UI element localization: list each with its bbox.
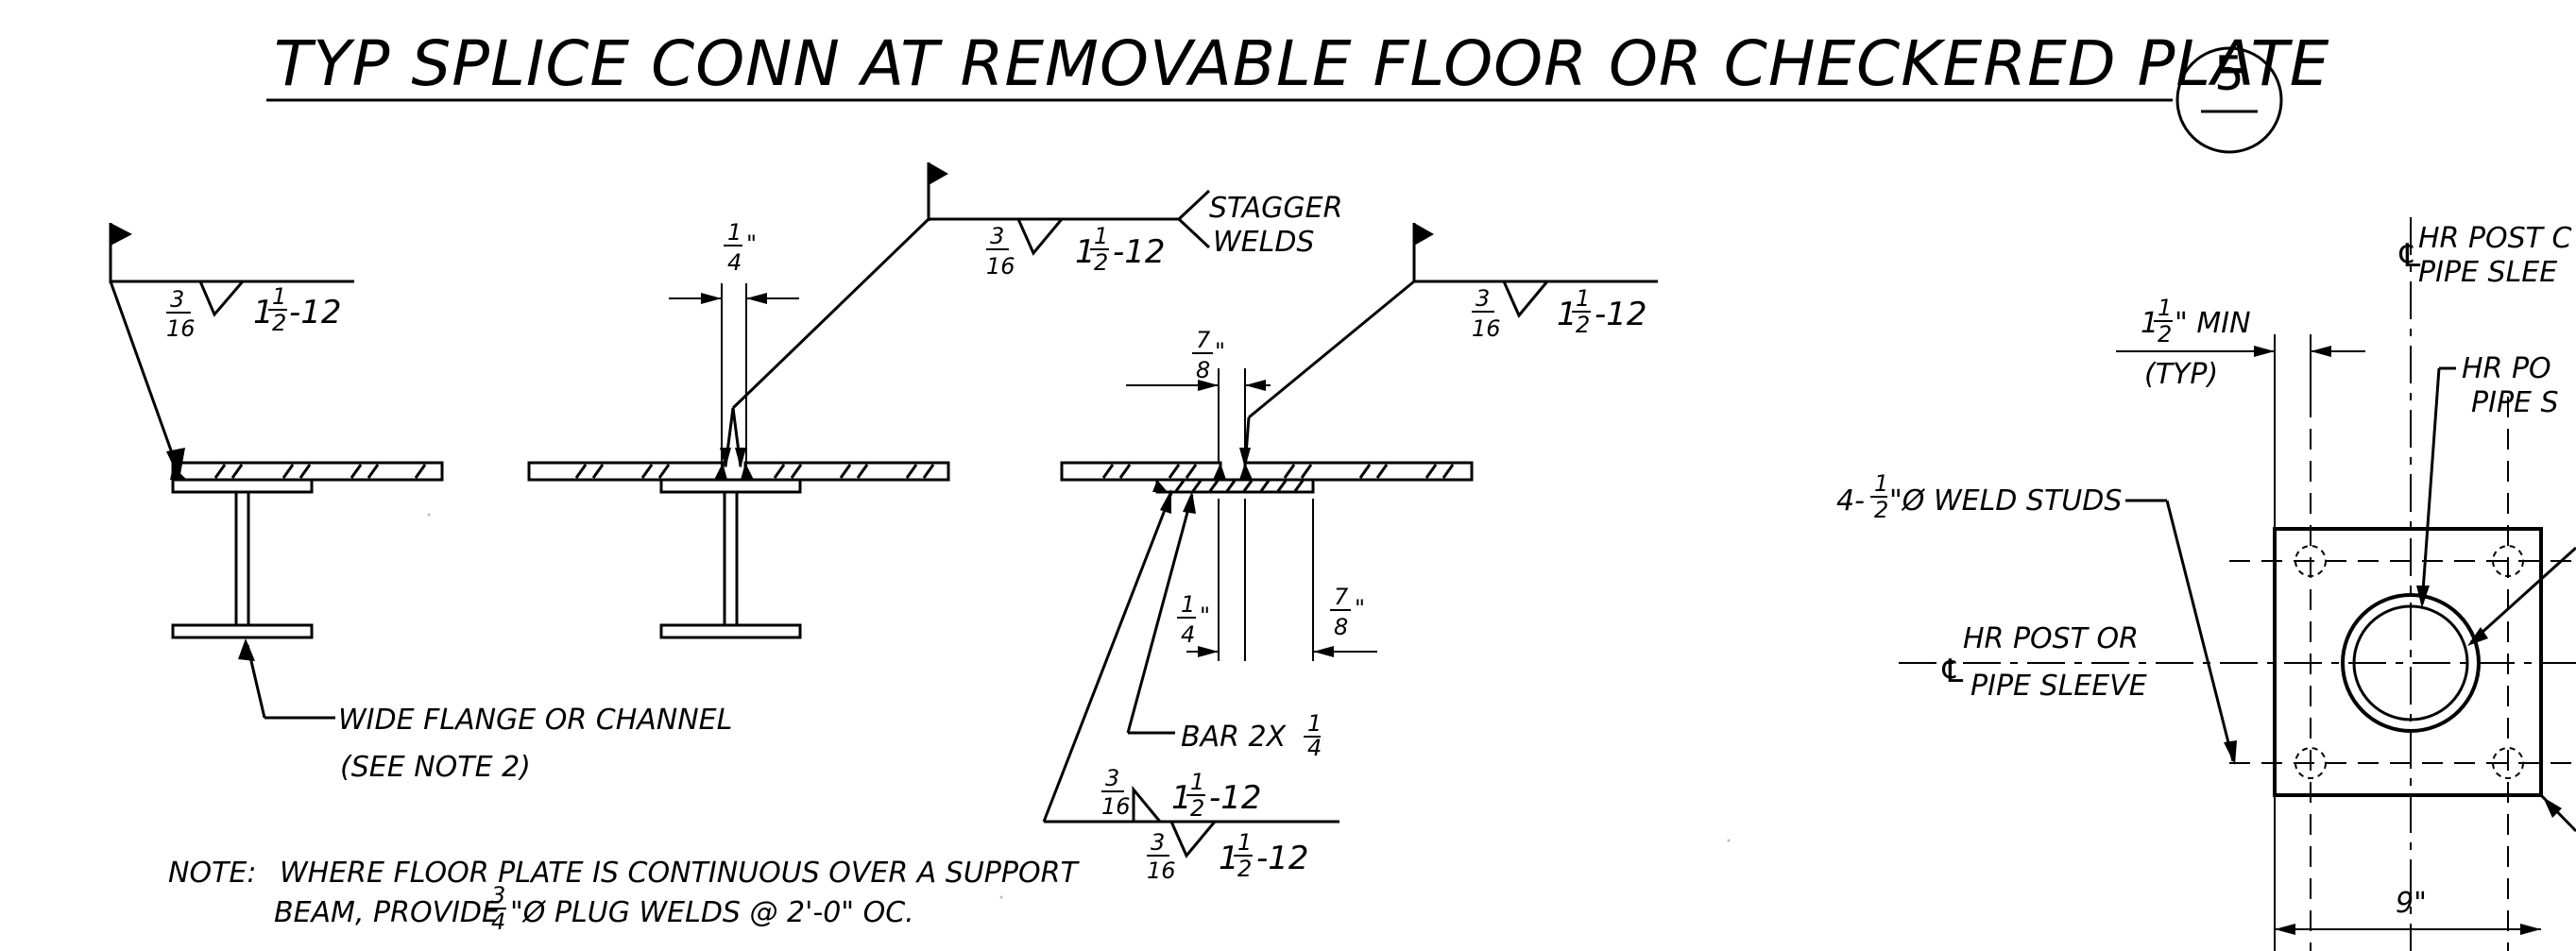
weld-studs-pre: 4- — [1836, 484, 1865, 518]
bar-label-num: 1 — [1307, 710, 1322, 737]
weld-pitch: -12 — [289, 294, 342, 331]
middle-detail: STAGGER WELDS 3 16 1 1 2 -12 1 4 " — [527, 162, 1342, 639]
min-edge-den: 2 — [2158, 321, 2172, 348]
hr-post-left-1: HR POST OR — [1963, 622, 2139, 655]
bar-label: BAR 2X — [1181, 721, 1288, 754]
bar-splice-detail: 3 16 1 1 2 -12 7 8 " — [1042, 223, 1658, 884]
weld-pitch: -12 — [1595, 296, 1647, 333]
weld-length-num: 1 — [1094, 223, 1108, 249]
gap-dim-unit: " — [746, 230, 757, 257]
weld-length-whole: 1 — [1171, 779, 1192, 817]
weld-length-whole: 1 — [1075, 233, 1096, 271]
weld-size-den: 16 — [1472, 315, 1501, 342]
weld-length-num: 1 — [1237, 829, 1252, 856]
wide-flange-label: WIDE FLANGE OR CHANNEL — [338, 704, 732, 737]
note-line-1: WHERE FLOOR PLATE IS CONTINUOUS OVER A S… — [280, 857, 1080, 890]
min-edge-sub: (TYP) — [2144, 358, 2218, 391]
welds-note: WELDS — [1213, 226, 1314, 259]
weld-studs-label: "Ø WELD STUDS — [1889, 484, 2122, 518]
weld-length-num: 1 — [1576, 285, 1590, 312]
weld-length-whole: 1 — [253, 294, 274, 331]
hr-post-top-2: PIPE SLEE — [2418, 256, 2557, 289]
weld-length-whole: 1 — [1219, 840, 1239, 877]
general-note: NOTE: WHERE FLOOR PLATE IS CONTINUOUS OV… — [168, 857, 1080, 935]
weld-length-whole: 1 — [1557, 296, 1578, 333]
note-frac-num: 3 — [491, 882, 505, 909]
note-label: NOTE: — [168, 857, 256, 890]
weld-length-num: 1 — [272, 283, 286, 310]
centerline-symbol: ℄ — [1938, 653, 1967, 690]
weld-length-den: 2 — [1576, 312, 1590, 338]
detail-number: 5 — [2214, 46, 2244, 101]
gap-dim-num: 1 — [727, 219, 742, 246]
weld-size-den: 16 — [1147, 858, 1176, 884]
bar-dim-num: 7 — [1196, 327, 1211, 353]
lower-quarter-den: 4 — [1181, 621, 1195, 648]
weld-length-den: 2 — [272, 310, 286, 336]
weld-pitch: -12 — [1209, 779, 1262, 817]
gap-dim-den: 4 — [727, 249, 742, 276]
hr-post-right-1: HR PO — [2462, 352, 2551, 385]
weld-size-den: 16 — [986, 253, 1015, 280]
note-line-2a: BEAM, PROVIDE — [274, 896, 500, 929]
bar-label-den: 4 — [1307, 735, 1322, 761]
min-edge-num: 1 — [2158, 295, 2172, 321]
plate-width-dim: 9" — [2396, 887, 2427, 920]
weld-size-num: 3 — [1105, 765, 1119, 791]
lower-eighth-den: 8 — [1334, 614, 1348, 640]
centerline-symbol: ℄ — [2396, 237, 2424, 275]
weld-length-den: 2 — [1190, 795, 1204, 822]
lower-quarter-num: 1 — [1181, 591, 1195, 618]
lower-quarter-unit: " — [1200, 603, 1210, 629]
detail-title: TYP SPLICE CONN AT REMOVABLE FLOOR OR CH… — [274, 27, 2330, 100]
weld-pitch: -12 — [1256, 840, 1309, 877]
weld-length-den: 2 — [1237, 856, 1252, 882]
bar-dim-unit: " — [1215, 338, 1225, 365]
lower-eighth-unit: " — [1355, 595, 1365, 621]
note-line-2b: "Ø PLUG WELDS @ 2'-0" OC. — [510, 896, 914, 929]
weld-size-num: 3 — [170, 286, 184, 313]
hr-post-right-2: PIPE S — [2471, 386, 2559, 419]
left-detail: 3 16 1 1 2 -12 WIDE FLANGE — [109, 223, 732, 784]
weld-length-den: 2 — [1094, 249, 1108, 276]
stagger-note: STAGGER — [1209, 192, 1342, 225]
hr-post-top-1: HR POST C — [2418, 222, 2572, 255]
weld-pitch: -12 — [1113, 233, 1166, 271]
min-edge-whole: 1 — [2141, 307, 2158, 340]
min-edge-text: " MIN — [2175, 307, 2251, 340]
note-frac-den: 4 — [491, 909, 505, 935]
weld-size-num: 3 — [1476, 285, 1490, 312]
hr-post-left-2: PIPE SLEEVE — [1970, 670, 2147, 703]
detail-bubble: 5 — [2175, 46, 2283, 154]
see-note-label: (SEE NOTE 2) — [340, 751, 531, 784]
weld-studs-den: 2 — [1874, 497, 1888, 523]
lower-eighth-num: 7 — [1334, 584, 1349, 610]
weld-studs-num: 1 — [1874, 470, 1888, 497]
scan-specks — [427, 513, 1731, 899]
weld-length-num: 1 — [1190, 769, 1204, 795]
bar-dim-den: 8 — [1196, 357, 1210, 383]
post-plan-view: ℄ HR POST OR PIPE SLEEVE ℄ HR POST C PIP… — [1836, 217, 2576, 951]
weld-size-den: 16 — [166, 315, 196, 342]
weld-size-den: 16 — [1101, 793, 1131, 820]
weld-size-num: 3 — [990, 223, 1004, 249]
weld-size-num: 3 — [1151, 829, 1165, 856]
